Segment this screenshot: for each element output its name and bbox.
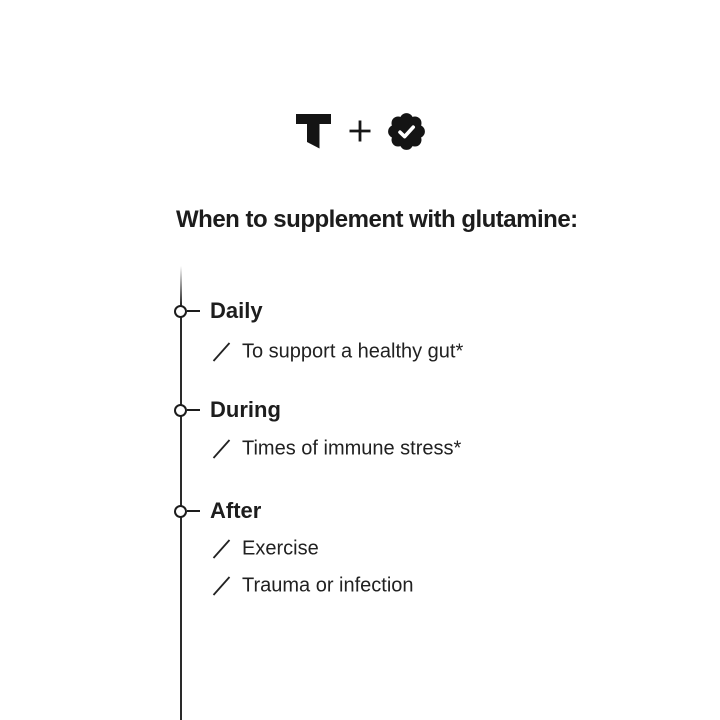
timeline-line <box>180 266 182 720</box>
slash-icon <box>212 342 231 362</box>
section-label-during: During <box>210 397 281 422</box>
timeline-item: Trauma or infection <box>212 575 414 598</box>
timeline-node-circle <box>174 304 187 318</box>
slash-icon <box>212 539 231 559</box>
verified-badge-icon <box>387 112 425 150</box>
page-title: When to supplement with glutamine: <box>176 206 578 233</box>
timeline-item-text: Trauma or infection <box>242 574 414 597</box>
t-logo-icon <box>295 113 332 150</box>
timeline-node-tick <box>187 409 200 411</box>
brand-lockup <box>0 112 720 150</box>
timeline-node-tick <box>187 510 200 512</box>
section-label-after: After <box>210 498 262 523</box>
timeline-node-after: After <box>174 498 261 524</box>
timeline-item-text: Exercise <box>242 537 319 560</box>
timeline-item: Exercise <box>212 538 319 561</box>
plus-icon <box>348 119 372 143</box>
section-label-daily: Daily <box>210 298 263 323</box>
slash-icon <box>212 439 231 459</box>
timeline-node-during: During <box>174 397 281 423</box>
timeline-node-circle <box>174 403 187 417</box>
timeline-node-tick <box>187 310 200 312</box>
timeline-item-text: Times of immune stress* <box>242 437 462 460</box>
timeline-node-circle <box>174 504 187 518</box>
timeline-item: Times of immune stress* <box>212 438 461 461</box>
timeline-item: To support a healthy gut* <box>212 341 463 364</box>
slash-icon <box>212 576 231 596</box>
timeline-item-text: To support a healthy gut* <box>242 340 464 363</box>
timeline-node-daily: Daily <box>174 298 263 324</box>
